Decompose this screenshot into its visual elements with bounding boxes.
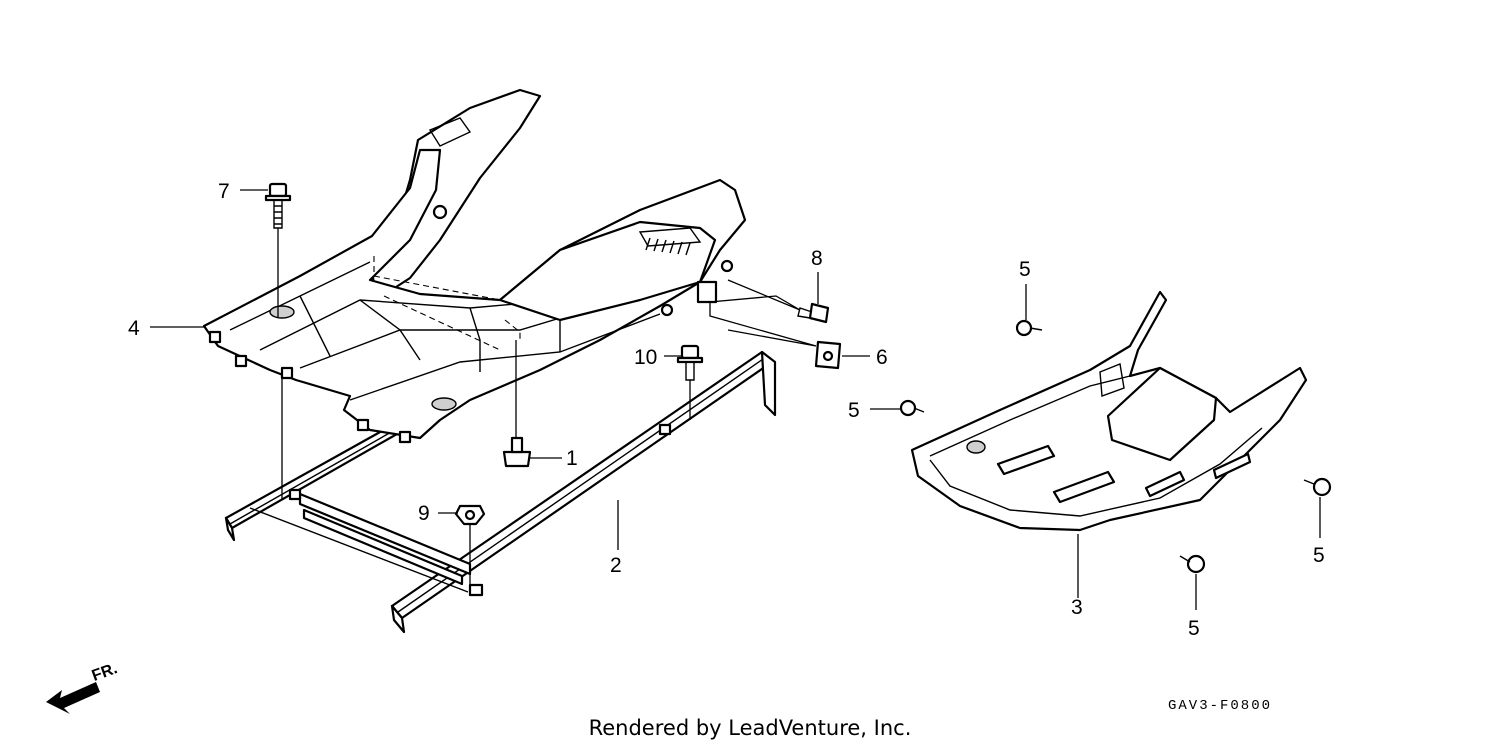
clip-nut-6 bbox=[814, 340, 842, 370]
callout-6: 6 bbox=[876, 346, 888, 369]
front-direction-arrow-icon bbox=[46, 682, 100, 714]
callout-10: 10 bbox=[634, 346, 657, 369]
screw-5-right bbox=[1303, 477, 1332, 497]
grommet-1 bbox=[502, 436, 532, 468]
screw-5-left bbox=[899, 399, 925, 417]
callout-labels: 7 4 1 2 9 10 8 6 5 5 3 5 5 bbox=[128, 180, 1325, 640]
callout-4: 4 bbox=[128, 317, 140, 340]
callout-7: 7 bbox=[218, 180, 230, 203]
callout-5-right: 5 bbox=[1313, 544, 1325, 567]
callout-2: 2 bbox=[610, 554, 622, 577]
credit-text: Rendered by LeadVenture, Inc. bbox=[588, 716, 912, 740]
callout-1: 1 bbox=[566, 447, 578, 470]
leader-lines bbox=[150, 189, 1321, 610]
diagram-code: GAV3-F0800 bbox=[1168, 698, 1273, 714]
bolt-10 bbox=[676, 344, 704, 381]
callout-8: 8 bbox=[811, 247, 823, 270]
screw-5-bottom bbox=[1179, 554, 1206, 574]
footrest-ribs bbox=[645, 237, 691, 256]
callout-5-bottom: 5 bbox=[1188, 617, 1200, 640]
bolt-7 bbox=[264, 182, 292, 229]
callout-3: 3 bbox=[1071, 596, 1083, 619]
callout-5-left: 5 bbox=[848, 399, 860, 422]
frame-rails bbox=[224, 350, 777, 634]
callout-5-top: 5 bbox=[1019, 258, 1031, 281]
screw-5-top bbox=[1015, 319, 1043, 337]
screw-8 bbox=[797, 302, 830, 324]
floor-step-cover bbox=[202, 88, 747, 444]
callout-9: 9 bbox=[418, 502, 430, 525]
under-cover bbox=[910, 290, 1308, 532]
nut-9 bbox=[454, 504, 486, 526]
